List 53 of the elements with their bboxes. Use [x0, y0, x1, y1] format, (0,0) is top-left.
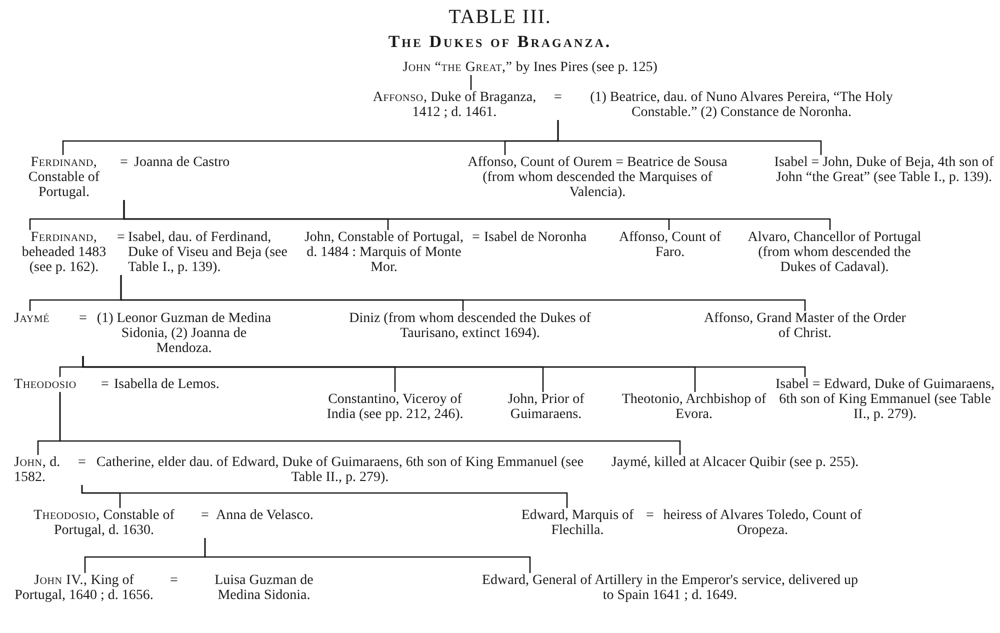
descent-line	[82, 356, 806, 377]
family-entry: Isabel = Edward, Duke of Guimaraens, 6th son of King Emmanuel (see Table II., p. 279).	[772, 377, 998, 422]
marriage-sign: =	[645, 508, 655, 523]
family-entry: Jaymé	[14, 311, 50, 326]
family-entry: Jaymé, killed at Alcacer Quibir (see p. 255).	[585, 455, 885, 470]
spouse-entry: Isabel, dau. of Ferdinand, Duke of Viseu and Beja (see Table I., p. 139).	[128, 230, 288, 275]
spouse-entry: (1) Leonor Guzman de Medina Sidonia, (2) Joanna de Mendoza.	[96, 311, 272, 356]
marriage-sign: =	[77, 455, 87, 470]
family-entry: Affonso, Count of Faro.	[614, 230, 726, 260]
marriage-sign: =	[169, 573, 179, 588]
descent-line	[120, 275, 806, 311]
family-entry: John, d. 1582.	[14, 455, 62, 485]
marriage-sign: =	[471, 230, 481, 245]
marriage-sign: =	[119, 155, 129, 170]
family-entry: Isabel = John, Duke of Beja, 4th son of John “the Great” (see Table I., p. 139).	[770, 155, 998, 185]
family-entry: Affonso, Duke of Braganza, 1412 ; d. 1461.	[372, 90, 538, 120]
spouse-entry: (1) Beatrice, dau. of Nuno Alvares Pereira, “The Holy Constable.” (2) Constance de Noronha.	[589, 90, 894, 120]
family-entry: Affonso, Grand Master of the Order of Christ.	[700, 311, 910, 341]
marriage-sign: =	[100, 377, 110, 392]
descent-line	[204, 538, 531, 573]
family-entry: Ferdinand, Constable of Portugal.	[27, 155, 101, 200]
spouse-entry: Isabel de Noronha	[484, 230, 588, 245]
marriage-sign: =	[116, 230, 126, 245]
marriage-sign: =	[78, 311, 88, 326]
descent-line	[470, 75, 472, 90]
descent-line	[123, 200, 831, 230]
family-entry: John IV., King of Portugal, 1640 ; d. 1656.	[14, 573, 154, 603]
family-entry: Theodosio, Constable of Portugal, d. 1630.	[32, 508, 176, 538]
marriage-sign: =	[553, 90, 563, 105]
family-entry: John “the Great,” by Ines Pires (see p. 125)	[340, 60, 720, 75]
family-entry: Diniz (from whom descended the Dukes of Taurisano, extinct 1694).	[325, 311, 615, 341]
spouse-entry: Isabella de Lemos.	[114, 377, 220, 392]
spouse-entry: Joanna de Castro	[134, 155, 231, 170]
descent-line	[81, 485, 568, 508]
family-entry: Alvaro, Chancellor of Portugal (from whom descended the Dukes of Cadaval).	[742, 230, 927, 275]
family-entry: Theotonio, Archbishop of Evora.	[618, 392, 770, 422]
spouse-entry: Luisa Guzman de Medina Sidonia.	[214, 573, 314, 603]
table-title: TABLE III.	[448, 6, 552, 28]
spouse-entry: Catherine, elder dau. of Edward, Duke of Guimaraens, 6th son of King Emmanuel (see Table II., p. 279).	[95, 455, 585, 485]
family-entry: John, Constable of Portugal, d. 1484 : Marquis of Monte Mor.	[303, 230, 465, 275]
family-entry: Theodosio	[14, 377, 78, 392]
family-entry: Constantino, Viceroy of India (see pp. 212, 246).	[320, 392, 470, 422]
family-entry: Edward, General of Artillery in the Emperor's service, delivered up to Spain 1641 ; d. 1649.	[480, 573, 860, 603]
spouse-entry: Anna de Velasco.	[216, 508, 314, 523]
family-entry: Affonso, Count of Ourem = Beatrice de Sousa (from whom descended the Marquises of Valencia).	[455, 155, 740, 200]
family-entry: John, Prior of Guimaraens.	[490, 392, 602, 422]
family-entry: Ferdinand, beheaded 1483 (see p. 162).	[20, 230, 108, 275]
descent-line	[557, 120, 822, 155]
marriage-sign: =	[200, 508, 210, 523]
table-subtitle: The Dukes of Braganza.	[387, 32, 613, 52]
spouse-entry: heiress of Alvares Toledo, Count of Oropeza.	[662, 508, 863, 538]
family-entry: Edward, Marquis of Flechilla.	[520, 508, 635, 538]
descent-line	[59, 392, 681, 455]
